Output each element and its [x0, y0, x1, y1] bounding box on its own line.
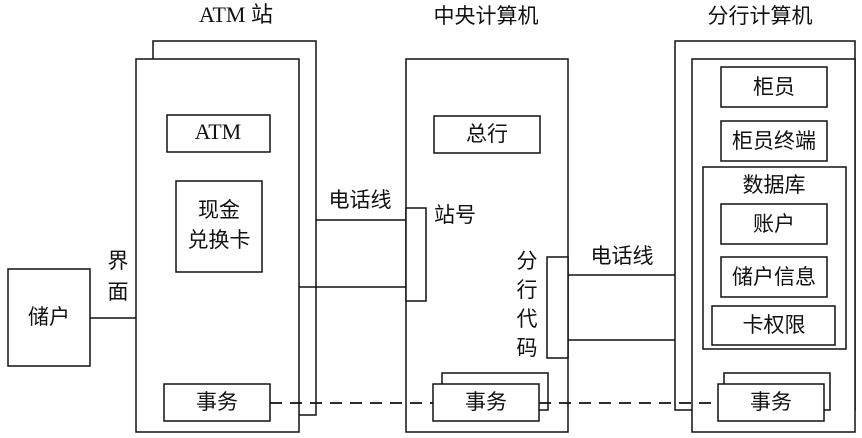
depositor-node: 储户 — [7, 268, 91, 367]
branch-computer-title: 分行计算机 — [708, 4, 813, 28]
branch-code-char-1: 分 — [517, 249, 538, 273]
atm-station-title: ATM 站 — [199, 2, 273, 27]
teller-box — [720, 66, 828, 108]
atm-transaction-label: 事务 — [196, 390, 238, 414]
head-office-label: 总行 — [466, 122, 508, 146]
branch-code-char-3: 代 — [517, 307, 538, 331]
branch-transaction-label: 事务 — [750, 390, 792, 414]
cash-exchange-label-line2: 兑换卡 — [188, 228, 251, 252]
branch-computer-panel: 柜员 柜员终端 数据库 账户 储户信息 卡权限 事务 — [674, 40, 856, 433]
atm-box — [166, 114, 271, 153]
atm-box-label: ATM — [195, 119, 241, 144]
head-office-box — [433, 115, 541, 154]
central-computer-panel: 站号 总行 分 行 代 码 事务 — [405, 58, 569, 433]
station-number-label: 站号 — [434, 203, 476, 227]
depositor-box — [7, 268, 91, 367]
branch-code-char-4: 码 — [517, 336, 538, 360]
central-computer-frame — [405, 58, 569, 433]
depositor-info-label: 储户信息 — [732, 265, 816, 289]
branch-transaction-box — [717, 383, 825, 422]
atm-station-panel: ATM 现金 兑换卡 事务 — [135, 40, 317, 433]
depositor-info-box — [720, 256, 828, 298]
interface-label-char-1: 界 — [108, 249, 129, 273]
account-box — [720, 203, 828, 245]
central-transaction-label: 事务 — [465, 390, 507, 414]
cash-exchange-label-line1: 现金 — [198, 198, 240, 222]
phone-line-right-label: 电话线 — [591, 244, 654, 268]
interface-label-char-2: 面 — [108, 280, 129, 304]
account-label: 账户 — [753, 212, 795, 236]
card-permission-box — [711, 305, 836, 346]
phone-line-left-label: 电话线 — [329, 188, 392, 212]
database-label: 数据库 — [743, 173, 806, 197]
teller-terminal-box — [720, 120, 828, 162]
teller-terminal-label: 柜员终端 — [732, 129, 816, 153]
central-computer-title: 中央计算机 — [434, 4, 539, 28]
branch-code-port — [546, 256, 569, 359]
cash-exchange-card-box — [175, 180, 263, 273]
card-permission-label: 卡权限 — [743, 313, 806, 337]
branch-code-char-2: 行 — [517, 278, 538, 302]
teller-label: 柜员 — [753, 75, 795, 99]
station-number-port — [405, 207, 427, 302]
depositor-label: 储户 — [28, 305, 70, 329]
